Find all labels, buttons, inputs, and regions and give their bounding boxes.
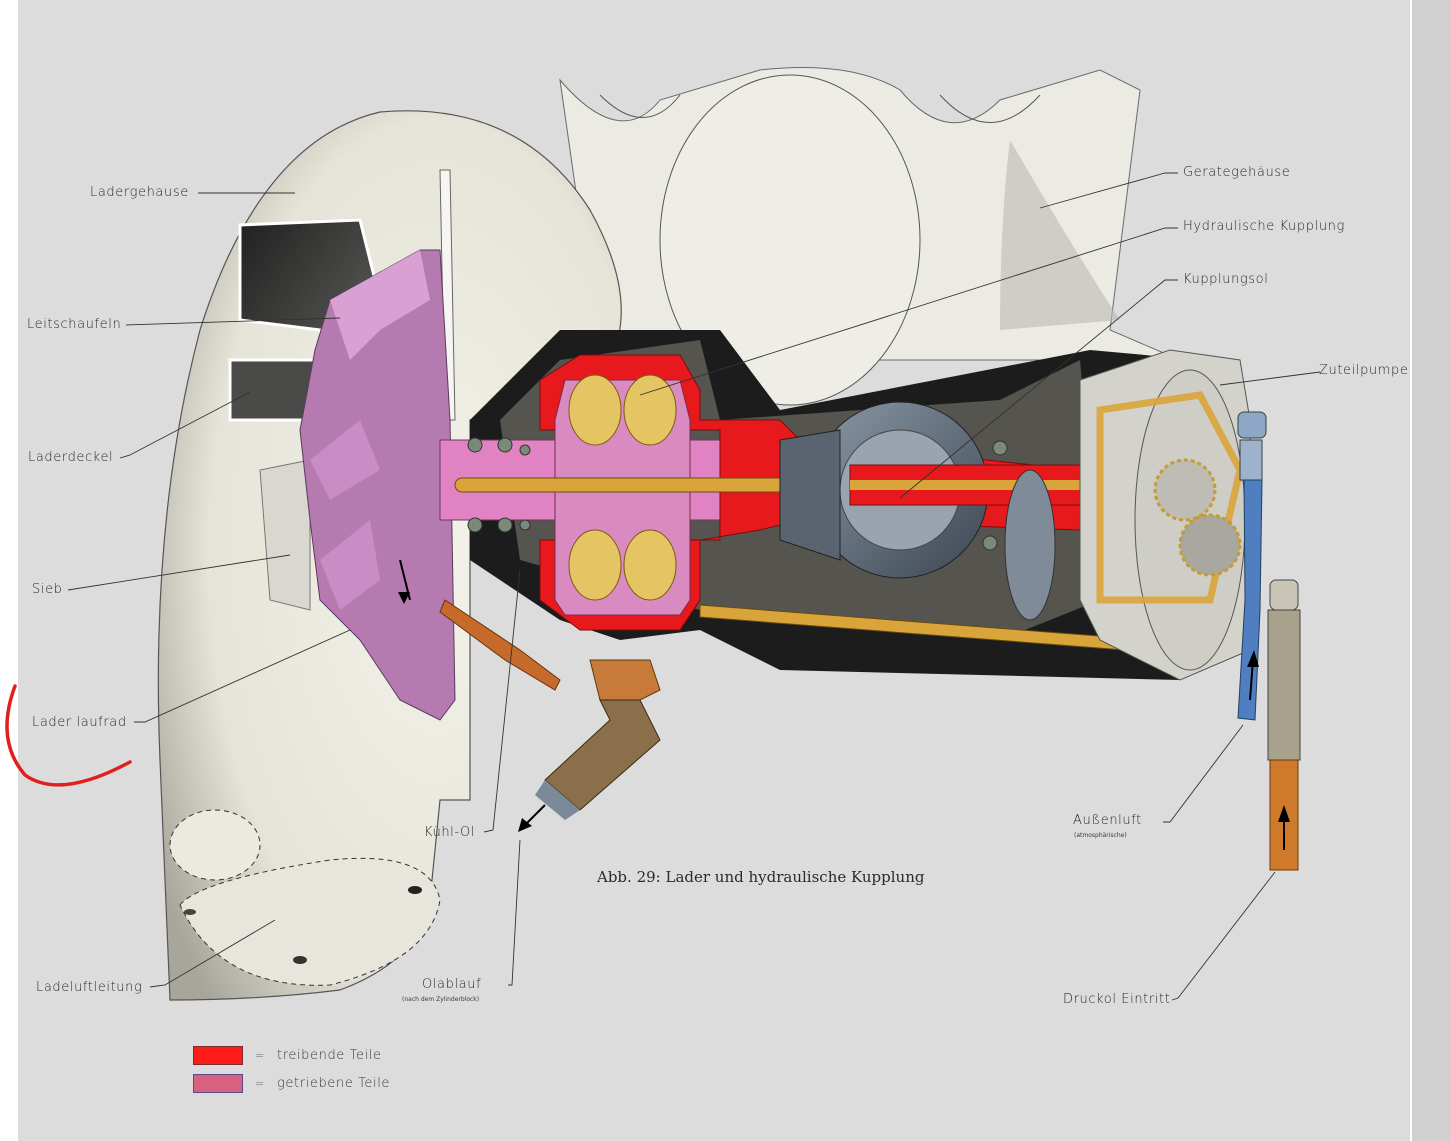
label-laderlaufrad: Lader laufrad <box>32 715 127 730</box>
legend-separator: = <box>255 1049 265 1062</box>
legend-item-driving: = treibende Teile <box>193 1046 382 1065</box>
laderlaufrad-impeller <box>299 249 456 721</box>
label-aussenluft: Außenluft <box>1073 813 1142 828</box>
zuteilpumpe-body <box>1079 349 1251 681</box>
label-kuehl-ol: Kühl-Ol <box>424 825 476 840</box>
legend-label-driving: treibende Teile <box>277 1048 382 1063</box>
legend-label-driven: getriebene Teile <box>277 1076 391 1091</box>
aussenluft-and-druckol-pipes <box>1237 411 1301 871</box>
label-druckol-eintritt: Druckol Eintritt <box>1063 992 1171 1007</box>
label-aussenluft-note: (atmosphärische) <box>1074 832 1127 839</box>
label-kupplungsol: Kupplungsol <box>1183 272 1269 287</box>
legend-swatch-driven <box>193 1074 243 1093</box>
label-ladeluftleitung: Ladeluftleitung <box>36 980 143 995</box>
kegelrad-gears <box>779 401 1081 621</box>
figure-caption: Abb. 29: Lader und hydraulische Kupplung <box>597 868 925 886</box>
leader-lines <box>67 172 1321 1001</box>
scrollbar-gutter[interactable] <box>1412 0 1450 1141</box>
label-olablauf: Olablauf <box>422 977 482 992</box>
label-leitschaufeln: Leitschaufeln <box>27 317 122 332</box>
label-olablauf-note: (nach dem Zylinderblock) <box>402 996 480 1003</box>
label-hydraulische-kupplung: Hydraulische Kupplung <box>1183 219 1345 234</box>
red-annotation-stroke <box>5 684 132 787</box>
oil-return-line <box>439 599 1151 691</box>
label-zuteilpumpe: Zuteilpumpe <box>1319 363 1409 378</box>
legend-swatch-driving <box>193 1046 243 1065</box>
legend-separator: = <box>255 1077 265 1090</box>
label-sieb: Sieb <box>32 582 63 597</box>
legend-item-driven: = getriebene Teile <box>193 1074 390 1093</box>
label-laderdeckel: Laderdeckel <box>28 450 114 465</box>
label-geraetegehaeuse: Gerategehäuse <box>1183 165 1291 180</box>
label-ladergehaeuse: Ladergehause <box>90 185 189 200</box>
olablauf-pipe <box>518 659 661 832</box>
geraetegehaeuse-body <box>559 67 1181 406</box>
